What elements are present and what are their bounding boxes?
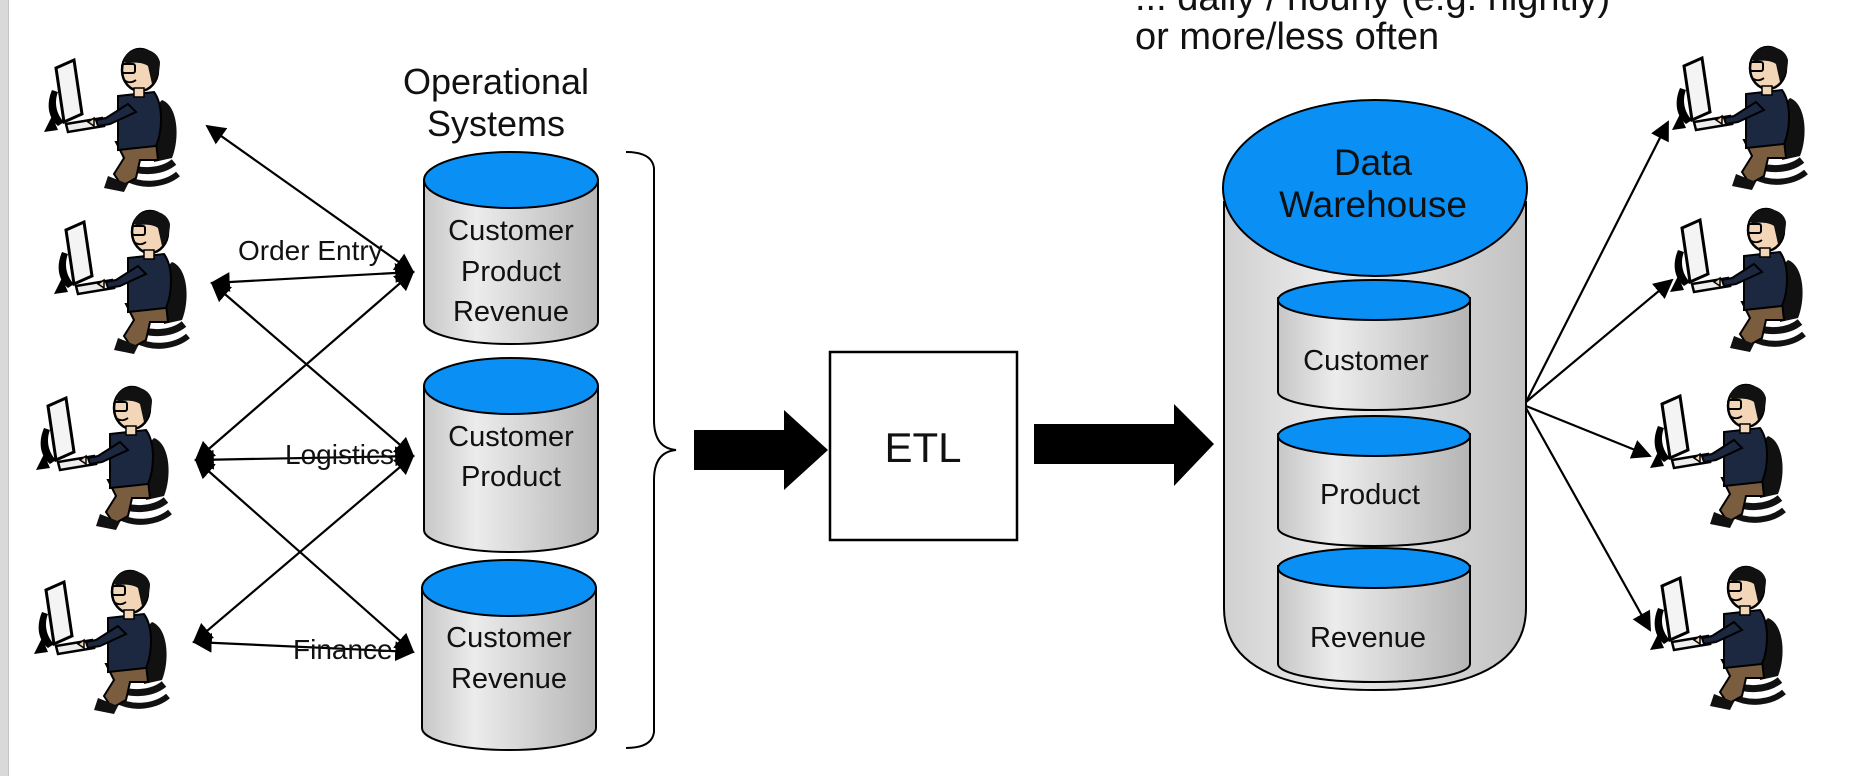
operational-db-customer-product: Customer Product [423,357,599,553]
analyst-line-4 [1525,407,1651,632]
analyst-line-3 [1525,404,1652,459]
op-db-3-line-2: Revenue [451,663,567,695]
etl-label: ETL [884,424,961,471]
user-logistics-icon [36,387,170,530]
warehouse-table-revenue-label: Revenue [1310,622,1426,654]
arrow-to-warehouse [1034,404,1214,486]
etl-box: ETL [828,350,1019,542]
analyst-line-1 [1525,120,1669,403]
app-label-logistics: Logistics [285,439,394,470]
access-line-logistics-finance [192,454,415,644]
warehouse-table-product-label: Product [1320,479,1420,511]
data-warehouse-cylinder: Data Warehouse Customer Product Revenue [1222,99,1528,692]
analyst-line-2 [1525,278,1674,403]
schedule-caption-line-2: or more/less often [1135,16,1439,58]
user-order-entry-icon [54,211,188,354]
user-finance-icon [34,571,168,714]
warehouse-title-line-1: Data [1334,142,1413,183]
op-db-1-line-1: Customer [448,215,574,247]
operational-systems-brace [625,151,677,749]
access-line-finance-logistics [194,458,415,654]
analyst-user-3-icon [1650,385,1784,528]
op-db-1-line-3: Revenue [453,296,569,328]
schedule-caption-line-1: ... daily / hourly (e.g. nightly) [1135,0,1610,19]
user-order-entry-top-icon [44,49,178,192]
op-db-3-line-1: Customer [446,622,572,654]
operational-db-customer-revenue: Customer Revenue [421,559,597,751]
app-label-finance: Finance [293,634,393,665]
arrow-to-etl [694,410,828,490]
warehouse-title-line-2: Warehouse [1279,184,1467,225]
access-line-order-entry [210,263,415,292]
user-access-lines [192,124,415,662]
operational-db-customer-product-revenue: Customer Product Revenue [423,151,599,345]
warehouse-table-customer: Customer [1277,279,1471,411]
op-db-2-line-1: Customer [448,421,574,453]
analyst-access-lines [1525,120,1674,632]
op-db-2-line-2: Product [461,461,561,493]
analyst-user-4-icon [1650,567,1784,710]
page-left-edge [0,0,9,776]
warehouse-table-customer-label: Customer [1303,345,1429,377]
analyst-user-2-icon [1670,209,1804,352]
access-line-finance [192,632,415,662]
operational-systems-title-line-1: Operational [403,61,589,102]
access-line-logistics-order-entry [210,281,415,458]
operational-systems-title-line-2: Systems [427,103,565,144]
app-label-order-entry: Order Entry [238,235,383,266]
access-line-top-user [205,124,415,274]
warehouse-table-product: Product [1277,415,1471,547]
warehouse-table-revenue: Revenue [1277,547,1471,683]
access-line-order-entry-logistics [194,270,415,462]
analyst-user-1-icon [1672,47,1806,190]
op-db-1-line-2: Product [461,256,561,288]
